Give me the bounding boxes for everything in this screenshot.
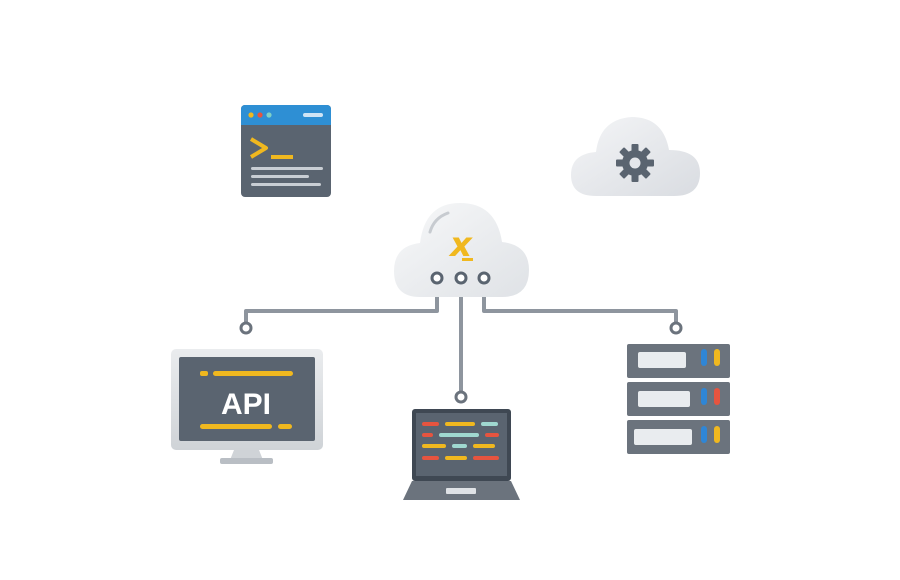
laptop-code-icon [403,409,520,500]
server-rack-icon [627,344,730,454]
api-label: API [221,388,271,421]
hub-port-center [454,271,468,285]
node-laptop [454,390,468,404]
terminal-window-icon [241,105,331,197]
server-unit-2 [627,382,730,416]
hub-port-left [430,271,444,285]
cloud-hub-icon: x [394,203,529,297]
hub-port-right [477,271,491,285]
node-api [239,321,253,335]
api-monitor-icon: API [171,349,323,464]
connector-nodes [239,321,683,404]
server-unit-1 [627,344,730,378]
cloud-gear-icon [571,117,700,196]
server-unit-3 [627,420,730,454]
node-server [669,321,683,335]
